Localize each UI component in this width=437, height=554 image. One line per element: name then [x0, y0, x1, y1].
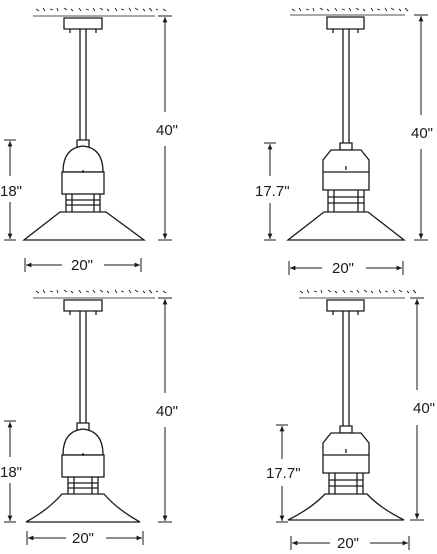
fixture-height-label: 18" — [0, 183, 22, 200]
fixture-height-dimension — [276, 424, 288, 523]
housing-band — [61, 171, 105, 195]
stem — [342, 29, 350, 143]
shade-width-label: 20" — [332, 260, 354, 277]
fixture-height-label: 17.7" — [266, 465, 301, 482]
overall-height-label: 40" — [156, 122, 178, 139]
overall-height-dimension — [414, 14, 428, 241]
ceiling-texture-icon — [33, 289, 167, 299]
overall-height-label: 40" — [411, 125, 433, 142]
ceiling-texture-icon — [299, 289, 417, 299]
canopy — [326, 16, 365, 30]
flat-shade — [286, 211, 406, 241]
fixture-bottom-left — [25, 289, 167, 523]
fixture-height-label: 18" — [0, 464, 22, 481]
housing-band — [61, 454, 105, 478]
overall-height-label: 40" — [156, 403, 178, 420]
fixture-top-left — [22, 7, 167, 241]
canopy — [326, 299, 365, 312]
flat-shade — [22, 211, 146, 241]
overall-height-dimension — [158, 15, 172, 241]
shade-width-dimension — [288, 261, 404, 275]
fixture-height-dimension — [4, 139, 16, 241]
shade-width-label: 20" — [71, 257, 93, 274]
shade-width-dimension — [290, 536, 410, 550]
overall-height-dimension — [158, 297, 172, 523]
fixture-height-dimension — [4, 420, 16, 523]
ceiling-texture-icon — [33, 7, 167, 18]
overall-height-dimension — [410, 297, 424, 521]
ceiling-texture-icon — [290, 7, 409, 16]
fixture-height-label: 17.7" — [255, 183, 290, 200]
dome-housing — [62, 145, 104, 173]
shade-width-dimension — [24, 258, 142, 272]
shade-width-dimension — [26, 531, 144, 545]
fixture-bottom-right — [287, 289, 417, 521]
shade-width-label: 20" — [72, 530, 94, 547]
stem — [79, 311, 87, 423]
canopy — [63, 299, 103, 312]
stem — [79, 29, 87, 140]
flared-shade — [287, 493, 405, 521]
dome-housing — [62, 428, 104, 456]
overall-height-label: 40" — [413, 400, 435, 417]
shade-width-label: 20" — [337, 535, 359, 552]
canopy — [63, 17, 103, 30]
flared-shade — [25, 493, 141, 523]
fixture-top-right — [286, 7, 409, 241]
fixture-height-dimension — [264, 142, 276, 241]
stem — [342, 311, 350, 426]
